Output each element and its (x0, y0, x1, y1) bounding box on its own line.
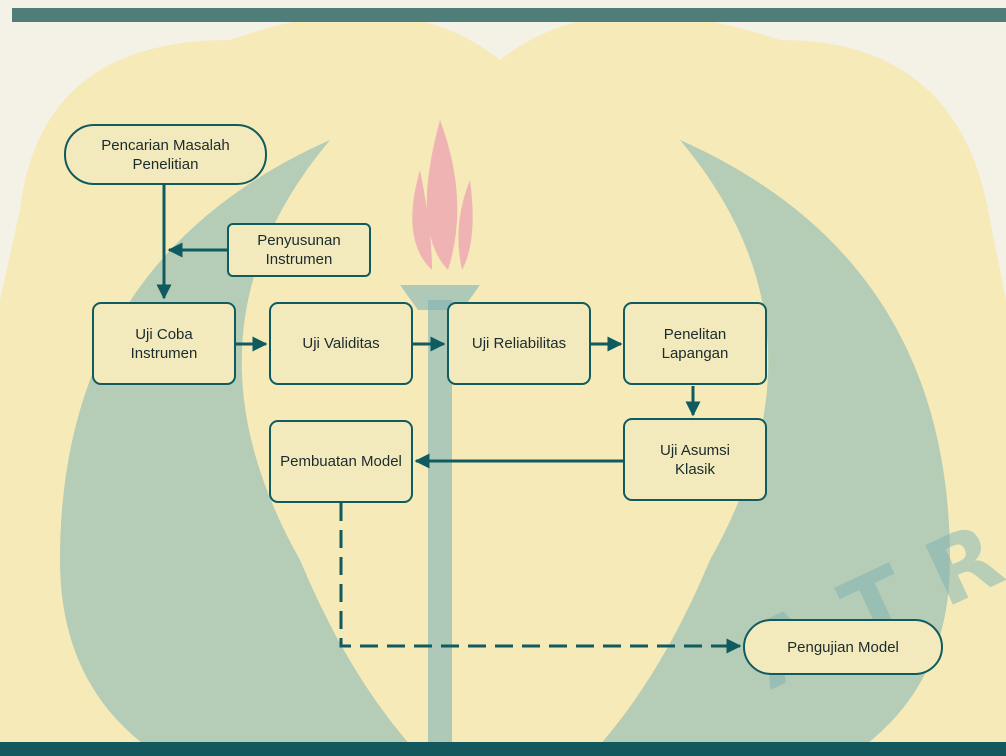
node-pengujian-model-label: Pengujian Model (787, 638, 899, 656)
node-uji-asumsi-klasik: Uji Asumsi Klasik (623, 418, 767, 501)
node-pencarian-masalah: Pencarian Masalah Penelitian (64, 124, 267, 185)
watermark-right-leaf (590, 140, 950, 756)
node-penelitian-lapangan-label: Penelitan Lapangan (661, 325, 729, 362)
node-pembuatan-model: Pembuatan Model (269, 420, 413, 503)
node-uji-validitas: Uji Validitas (269, 302, 413, 385)
node-penyusunan-instrumen: Penyusunan Instrumen (227, 223, 371, 277)
watermark-flame (412, 120, 473, 270)
node-uji-reliabilitas: Uji Reliabilitas (447, 302, 591, 385)
node-uji-validitas-label: Uji Validitas (302, 335, 380, 352)
dashed-arrow-pembuatan-to-pengujian (339, 503, 742, 654)
node-pencarian-masalah-label: Pencarian Masalah Penelitian (101, 136, 230, 173)
node-penyusunan-instrumen-label: Penyusunan Instrumen (257, 232, 341, 268)
node-uji-coba-instrumen: Uji Coba Instrumen (92, 302, 236, 385)
node-uji-asumsi-klasik-label: Uji Asumsi Klasik (659, 441, 730, 478)
bottom-bar (0, 742, 1006, 756)
node-pembuatan-model-label: Pembuatan Model (280, 453, 402, 470)
node-pengujian-model: Pengujian Model (743, 619, 943, 675)
node-uji-reliabilitas-label: Uji Reliabilitas (471, 335, 567, 352)
top-bar (12, 8, 1006, 22)
node-penelitian-lapangan: Penelitan Lapangan (623, 302, 767, 385)
node-uji-coba-instrumen-label: Uji Coba Instrumen (130, 325, 198, 362)
watermark-left-leaf (60, 140, 420, 756)
